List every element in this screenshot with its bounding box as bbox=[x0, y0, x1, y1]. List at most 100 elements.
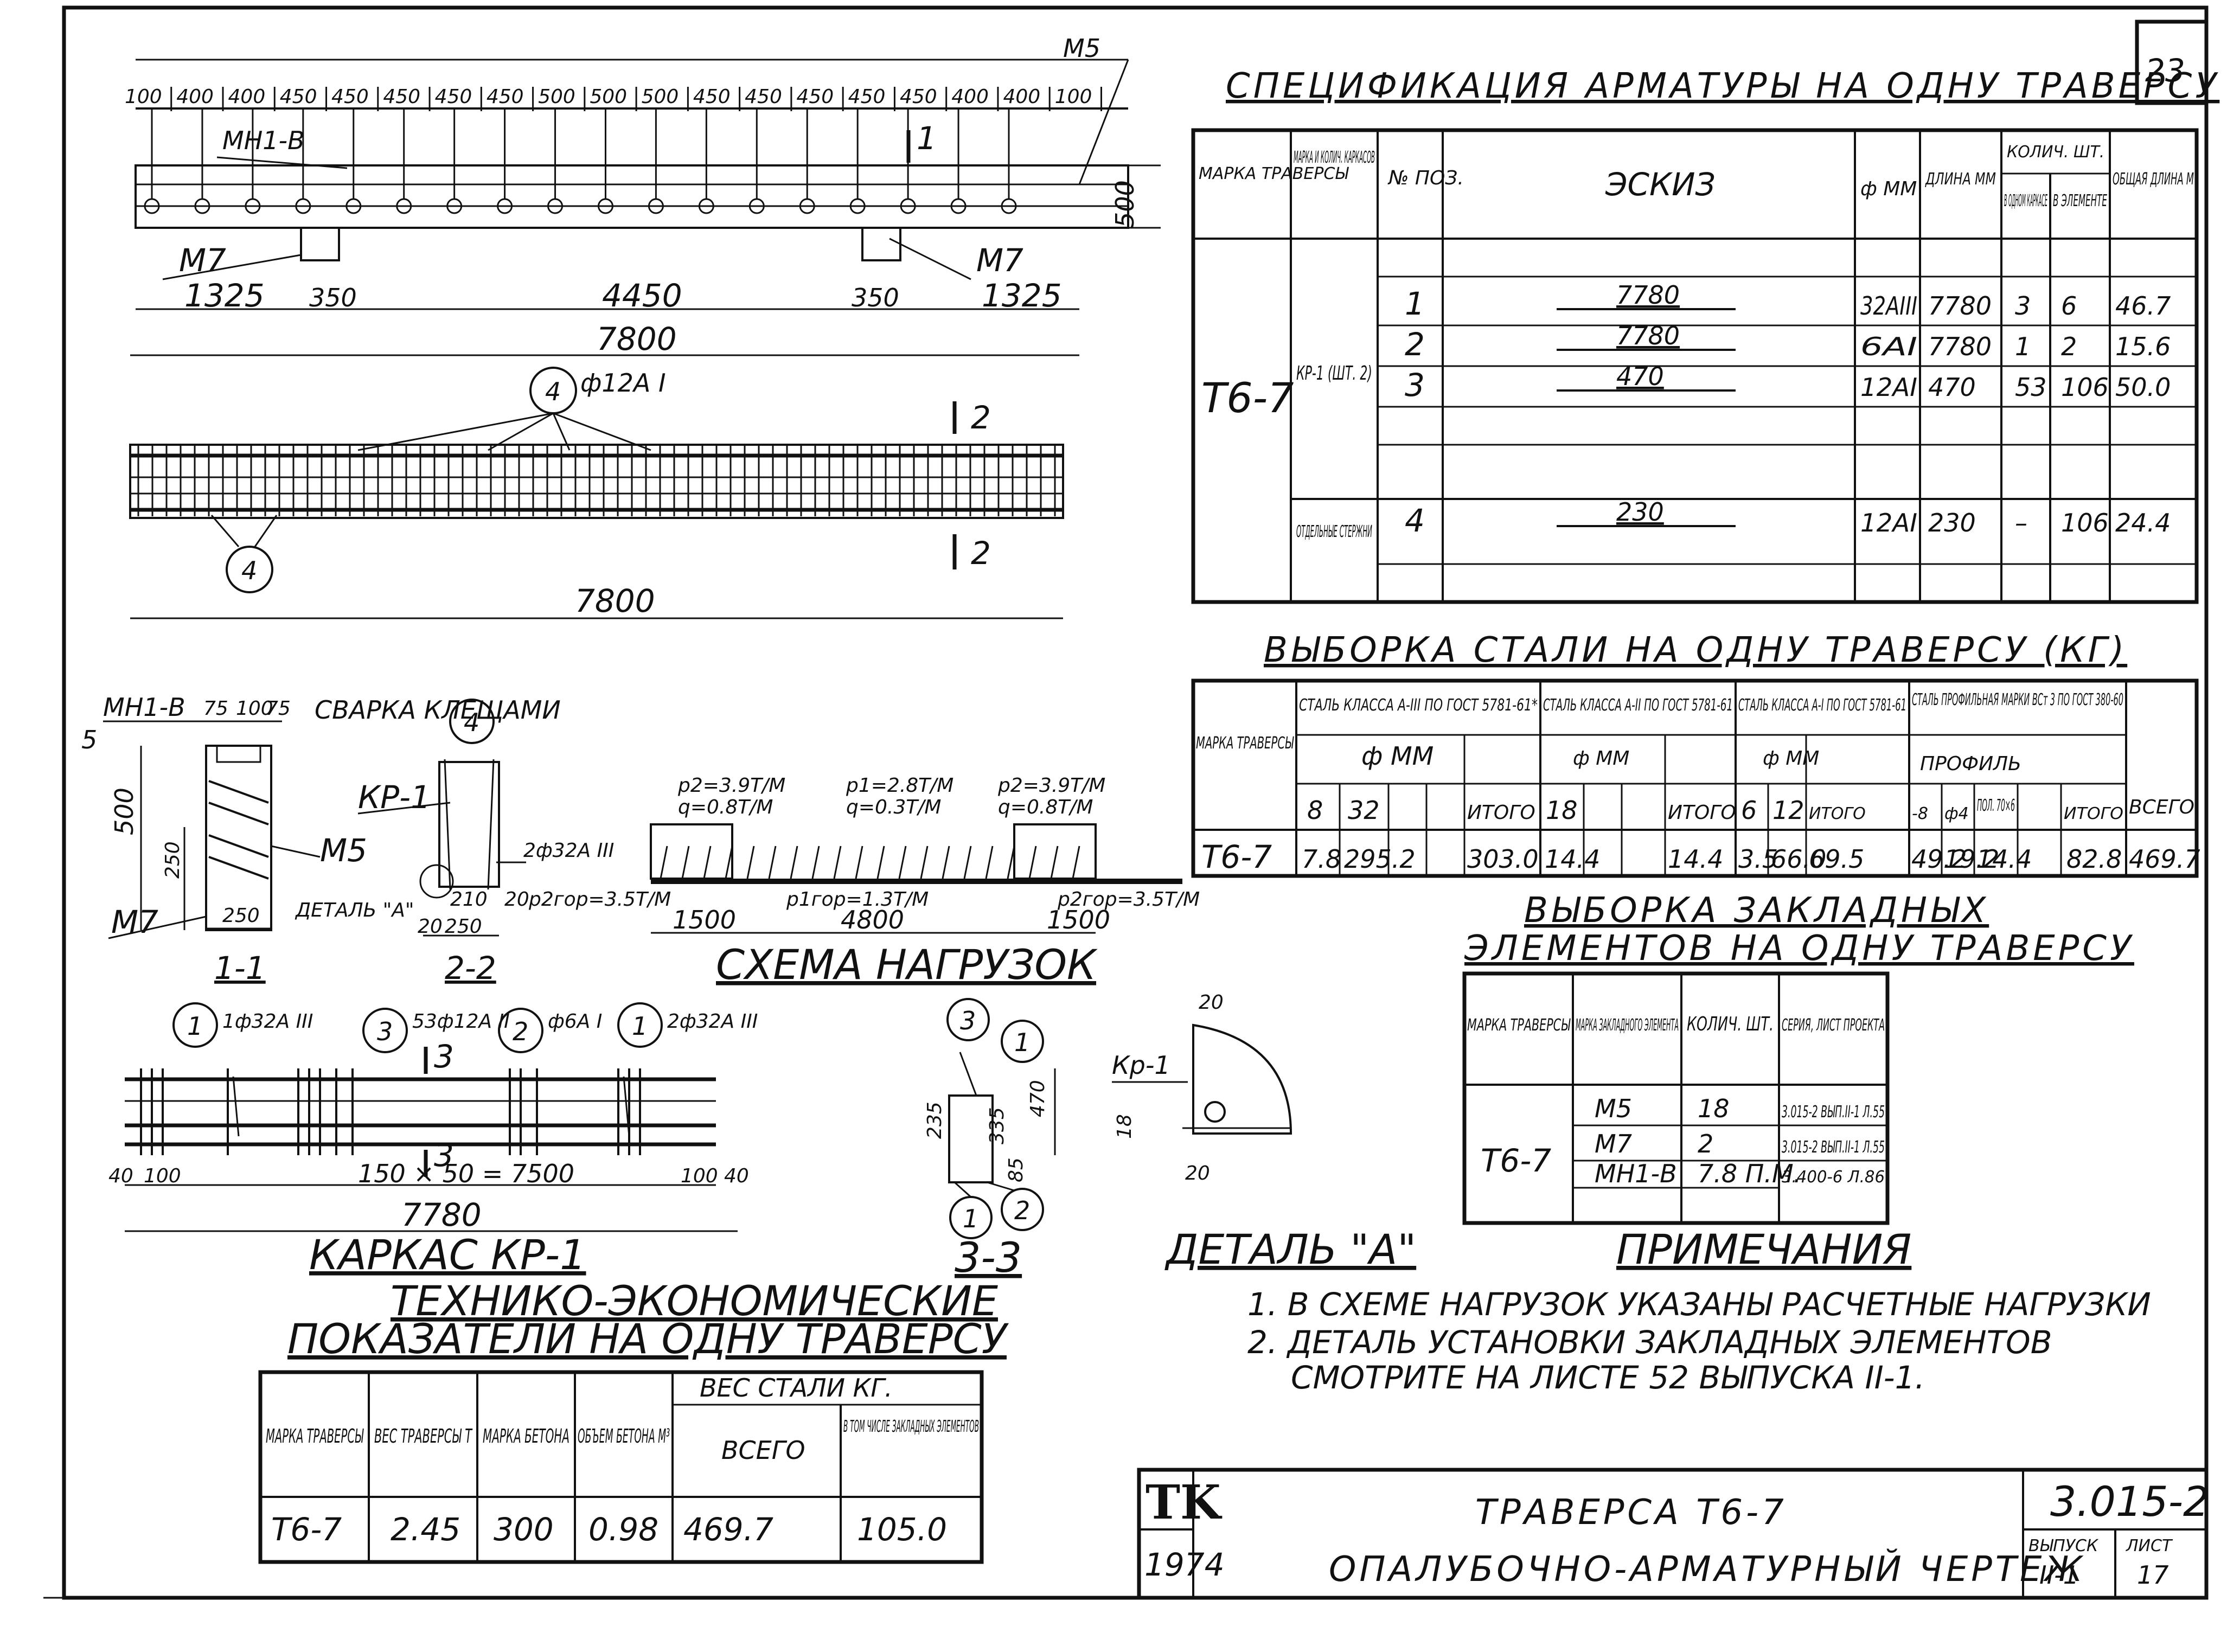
plan-dim-4: 350 bbox=[852, 283, 899, 312]
spec-phi: 32АIII bbox=[1860, 291, 1917, 321]
s33-callout-1b: 1 bbox=[963, 1204, 978, 1233]
kp-section-mark-bottom: 3 bbox=[434, 1137, 454, 1174]
page-number-box bbox=[2135, 20, 2209, 105]
spec-pos: 2 bbox=[1405, 326, 1425, 363]
spec-h-karkas: МАРКА И КОЛИЧ. КАРКАСОВ bbox=[1294, 148, 1375, 167]
steel-col-12: 12 bbox=[1772, 796, 1804, 825]
s11-dim-5: 5 bbox=[81, 725, 97, 754]
emb-h-qty: КОЛИЧ. ШТ. bbox=[1687, 1013, 1774, 1035]
steel-title: ВЫБОРКА СТАЛИ НА ОДНУ ТРАВЕРСУ (КГ) bbox=[1264, 630, 2127, 670]
elev-beam bbox=[129, 444, 1064, 519]
emb-h-ref: СЕРИЯ, ЛИСТ ПРОЕКТА bbox=[1782, 1016, 1885, 1035]
s22-label-bars: 2ф32А III bbox=[523, 840, 614, 862]
kp-dim-40-left: 40 bbox=[108, 1165, 133, 1187]
kp-dim-100-left: 100 bbox=[144, 1165, 181, 1187]
title-vypusk-label: ВЫПУСК bbox=[2028, 1536, 2099, 1555]
tech-cell: Т6-7 bbox=[271, 1511, 342, 1548]
steel-h-group4: СТАЛЬ ПРОФИЛЬНАЯ МАРКИ ВСт 3 ПО ГОСТ 380… bbox=[1912, 690, 2123, 709]
load-scheme: p2=3.9Т/М q=0.8Т/М p1=2.8Т/М q=0.3Т/М p2… bbox=[528, 774, 1200, 989]
embedded-table: ВЫБОРКА ЗАКЛАДНЫХ ЭЛЕМЕНТОВ НА ОДНУ ТРАВ… bbox=[1462, 891, 2131, 1225]
plan-spacing-label: 450 bbox=[796, 86, 834, 108]
s11-dim-250v: 250 bbox=[162, 841, 184, 879]
elev-total-length: 7800 bbox=[575, 582, 655, 619]
steel-cell: 303.0 bbox=[1467, 844, 1539, 874]
plan-spacing-label: 450 bbox=[435, 86, 472, 108]
steel-cell: 295.2 bbox=[1344, 844, 1416, 874]
load-dim-right: 1500 bbox=[1047, 905, 1110, 934]
kp-note-1: 1ф32А III bbox=[222, 1010, 313, 1033]
plan-spacing-label: 450 bbox=[745, 86, 782, 108]
emb-qty: 7.8 П.М. bbox=[1698, 1159, 1801, 1188]
kp-dim-40-right: 40 bbox=[724, 1165, 749, 1187]
load-p-mid: p1=2.8Т/М bbox=[846, 774, 953, 797]
spec-phi: 6АI bbox=[1860, 332, 1917, 361]
elevation-view: 4 ф12А I 2 2 4 7800 bbox=[129, 367, 1064, 619]
plan-spacing-label: 400 bbox=[228, 86, 266, 108]
steel-cell: 66.0 bbox=[1771, 844, 1826, 874]
s33-dim-335: 335 bbox=[986, 1107, 1008, 1144]
notes: ПРИМЕЧАНИЯ 1. В СХЕМЕ НАГРУЗОК УКАЗАНЫ Р… bbox=[1247, 1225, 2151, 1396]
load-p-right: p2=3.9Т/М bbox=[997, 774, 1105, 797]
steel-h-itogo-3: ИТОГО bbox=[1809, 804, 1866, 823]
kp-callout-3: 3 bbox=[377, 1017, 393, 1046]
plan-section-mark: 1 bbox=[917, 120, 937, 157]
kp-section-mark-top: 3 bbox=[434, 1038, 454, 1075]
elev-callout-top-note: ф12А I bbox=[580, 368, 666, 398]
s22-dim-20b: 20 bbox=[418, 915, 443, 938]
steel-cell: 3.5 bbox=[1738, 844, 1778, 874]
plan-spacing-label: 450 bbox=[900, 86, 937, 108]
s33-body bbox=[948, 1094, 994, 1183]
emb-ref: 3.015-2 ВЫП.II-1 Л.55 bbox=[1782, 1138, 1885, 1157]
steel-h-itogo-2: ИТОГО bbox=[1668, 802, 1736, 824]
load-q-right: q=0.8Т/М bbox=[998, 796, 1093, 818]
load-p1gor: p1гор=1.3Т/М bbox=[786, 888, 929, 911]
load-arrows bbox=[660, 846, 1080, 879]
spec-qty-one: – bbox=[2015, 508, 2027, 537]
emb-h-marka: МАРКА ТРАВЕРСЫ bbox=[1467, 1016, 1571, 1035]
kp-dim-100-right: 100 bbox=[681, 1165, 718, 1187]
s11-dim-500: 500 bbox=[110, 787, 139, 835]
plan-label-mn: МН1-В bbox=[222, 126, 305, 155]
title-list-label: ЛИСТ bbox=[2126, 1536, 2173, 1555]
emb-qty: 18 bbox=[1698, 1094, 1730, 1123]
s11-label-m7: М7 bbox=[111, 904, 158, 940]
kp-dim-middle: 150 × 50 = 7500 bbox=[358, 1159, 574, 1188]
title-vypusk-value: II-1 bbox=[2039, 1560, 2079, 1590]
det-label-kp: Кр-1 bbox=[1112, 1051, 1170, 1080]
kp-note-1b: 2ф32А III bbox=[667, 1010, 758, 1033]
steel-table: ВЫБОРКА СТАЛИ НА ОДНУ ТРАВЕРСУ (КГ) МАРК… bbox=[1191, 630, 2200, 878]
plan-dim-3: 4450 bbox=[602, 277, 682, 314]
s22-weld-label: СВАРКА КЛЕЩАМИ bbox=[315, 695, 561, 725]
s22-label-kp: КР-1 bbox=[358, 779, 431, 816]
detail-a: 20 Кр-1 18 20 ДЕТАЛЬ "А" bbox=[1112, 991, 1416, 1273]
plan-spacing-label: 450 bbox=[848, 86, 886, 108]
plan-total-length: 7800 bbox=[597, 321, 677, 357]
plan-spacing-label: 400 bbox=[951, 86, 989, 108]
steel-cell: 469.7 bbox=[2129, 844, 2200, 874]
steel-h-group2: СТАЛЬ КЛАССА А-II ПО ГОСТ 5781-61 bbox=[1543, 696, 1733, 715]
title-list-value: 17 bbox=[2137, 1560, 2169, 1590]
spec-h-total: ОБЩАЯ ДЛИНА М bbox=[2113, 170, 2194, 189]
plan-embedded-m5-row bbox=[144, 108, 1017, 214]
title-series: 3.015-2 bbox=[2050, 1477, 2209, 1526]
load-p2gor-left: p2гор=3.5Т/М bbox=[528, 888, 671, 911]
tech-h-concrete: МАРКА БЕТОНА bbox=[483, 1425, 569, 1448]
spec-sketch: 230 bbox=[1616, 497, 1664, 527]
emb-h-element: МАРКА ЗАКЛАДНОГО ЭЛЕМЕНТА bbox=[1576, 1016, 1679, 1035]
tech-h-marka: МАРКА ТРАВЕРСЫ bbox=[266, 1425, 364, 1448]
spec-pos: 3 bbox=[1405, 367, 1425, 404]
emb-ref: 3.400-6 Л.86 bbox=[1782, 1168, 1885, 1187]
det-caption: ДЕТАЛЬ "А" bbox=[1164, 1225, 1416, 1273]
plan-spacing-label: 450 bbox=[280, 86, 317, 108]
s11-caption: 1-1 bbox=[214, 950, 266, 987]
tech-cell: 0.98 bbox=[588, 1511, 658, 1548]
title-block: TK 1974 ТРАВЕРСА Т6-7 ОПАЛУБОЧНО-АРМАТУР… bbox=[1137, 1468, 2209, 1600]
spec-marka: Т6-7 bbox=[1201, 374, 1294, 422]
s22-callout: 4 bbox=[464, 708, 479, 737]
s11-label-mn: МН1-В bbox=[103, 693, 185, 722]
load-q-mid: q=0.3Т/М bbox=[846, 796, 941, 818]
